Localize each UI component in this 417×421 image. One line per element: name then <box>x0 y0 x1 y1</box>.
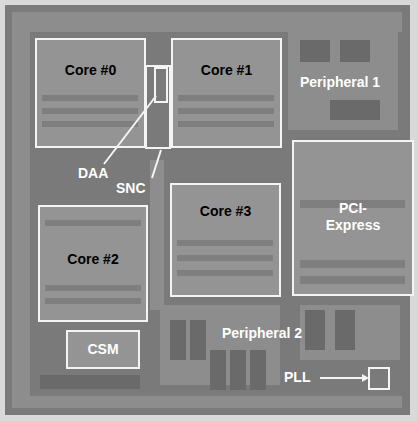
block-label: CSM <box>66 341 140 358</box>
core-block: Core #2 <box>38 205 148 322</box>
leader-line <box>320 377 362 379</box>
block-label: PCI-Express <box>318 200 388 234</box>
block-label: Core #0 <box>35 62 146 79</box>
core-fill <box>35 38 414 369</box>
die-texture <box>12 12 402 408</box>
region-label: Peripheral 1 <box>300 74 380 91</box>
snc-block <box>146 66 170 148</box>
block-label: Core #2 <box>38 251 148 268</box>
block-label: Core #1 <box>171 62 282 79</box>
core-block: Core #1 <box>171 38 282 148</box>
region-label: DAA <box>78 165 108 182</box>
core-texture <box>42 95 405 304</box>
core-block: CSM <box>66 330 140 369</box>
leader-line <box>104 96 156 164</box>
core-block: Core #3 <box>170 183 281 297</box>
leader-arrow <box>362 374 369 382</box>
region-label: SNC <box>116 180 146 197</box>
daa-block <box>155 68 167 102</box>
pll-block <box>369 368 389 389</box>
region-label: PLL <box>284 369 310 386</box>
core-block: PCI-Express <box>292 140 414 296</box>
leader-line <box>152 150 161 178</box>
block-label: Core #3 <box>170 203 281 220</box>
die <box>5 5 410 415</box>
core-block: Core #0 <box>35 38 146 148</box>
region-label: Peripheral 2 <box>222 325 302 342</box>
